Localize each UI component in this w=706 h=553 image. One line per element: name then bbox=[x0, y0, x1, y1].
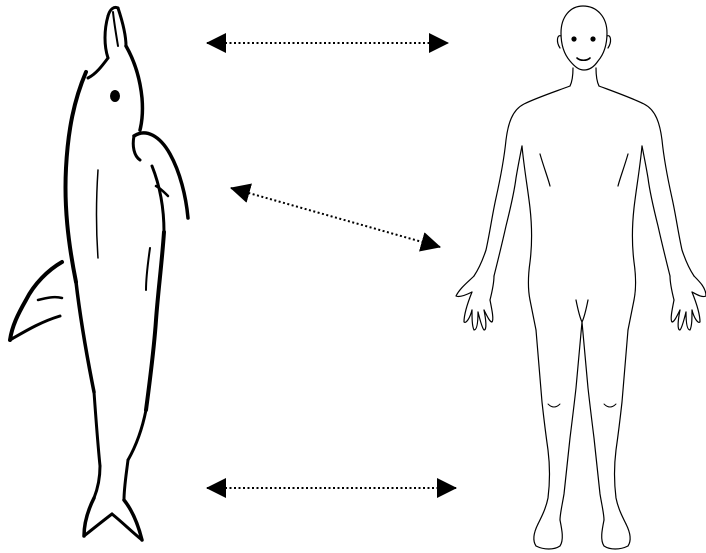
double-headed-dotted-arrow-icon bbox=[231, 188, 440, 247]
right-eye-icon bbox=[590, 36, 595, 41]
connector-arrows bbox=[207, 43, 456, 488]
human-body-outline-icon bbox=[456, 6, 706, 549]
dolphin-outline-icon bbox=[10, 7, 188, 540]
left-eye-icon bbox=[571, 36, 576, 41]
